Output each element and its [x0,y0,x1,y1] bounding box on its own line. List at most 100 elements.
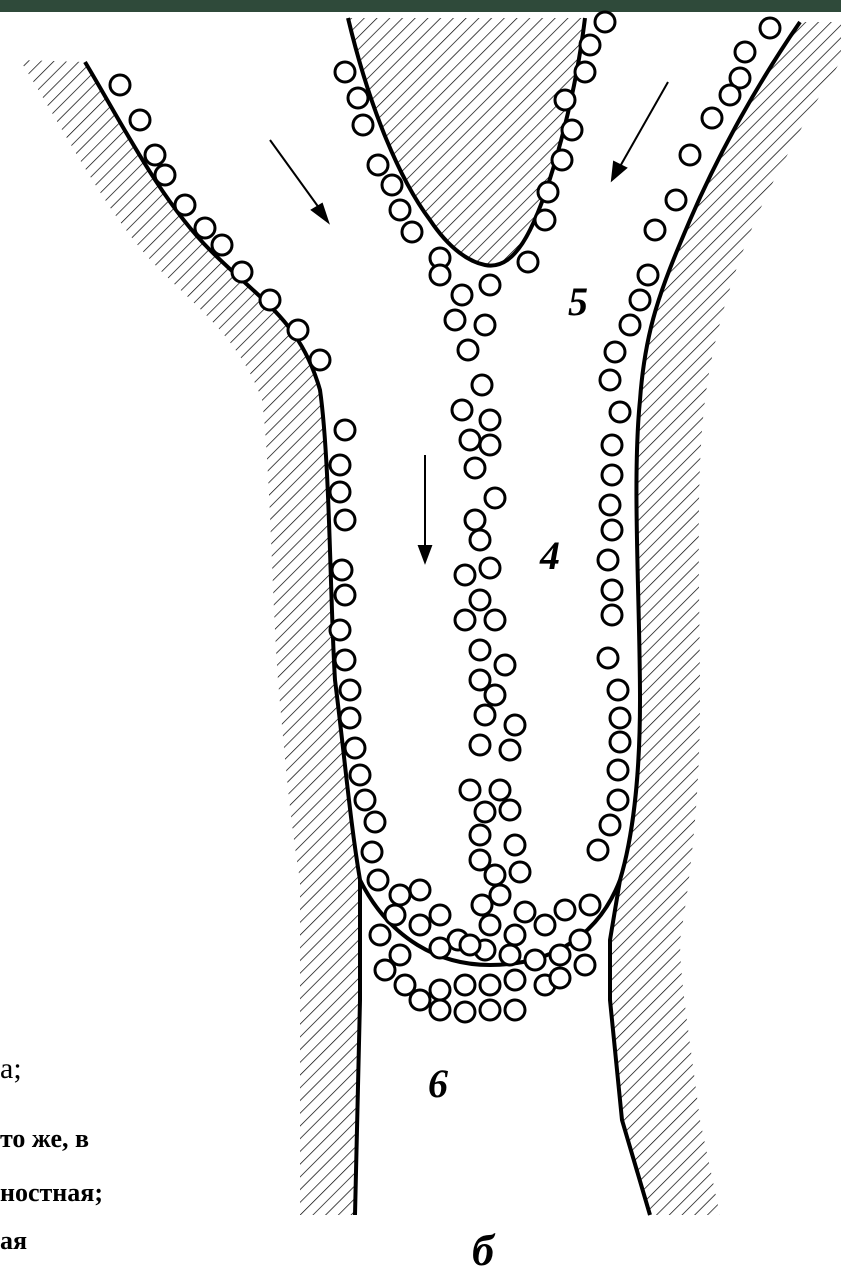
particle [518,252,538,272]
particle [600,370,620,390]
particle [505,925,525,945]
right-wall-hatching [610,22,841,1215]
particle [410,990,430,1010]
particle [145,145,165,165]
particle [485,610,505,630]
particle [490,780,510,800]
particle [485,865,505,885]
particle [335,510,355,530]
particle [110,75,130,95]
particle [155,165,175,185]
particle [602,435,622,455]
particle [550,945,570,965]
particle [720,85,740,105]
particle [605,342,625,362]
arrow-upper-left [270,140,328,222]
particle [362,842,382,862]
particle [472,895,492,915]
particle [430,1000,450,1020]
particle [470,530,490,550]
particle [595,12,615,32]
particle [475,705,495,725]
arrow-center-down [419,455,431,562]
particle [505,835,525,855]
figure-label: б [472,1225,494,1276]
particle [575,62,595,82]
particle [470,640,490,660]
particle [550,968,570,988]
particle [340,680,360,700]
particle [702,108,722,128]
particle [515,902,535,922]
particle [666,190,686,210]
particle [600,815,620,835]
particle [480,275,500,295]
particle [598,550,618,570]
particle [500,800,520,820]
particle [475,315,495,335]
particle [575,955,595,975]
particle [485,685,505,705]
particle [465,510,485,530]
particle [598,648,618,668]
particle [460,780,480,800]
particle [505,970,525,990]
particle [402,222,422,242]
particle [610,708,630,728]
particle [552,150,572,170]
particle [382,175,402,195]
particle [430,905,450,925]
particle [340,708,360,728]
caption-fragment-1: а; [0,1052,22,1086]
particle [310,350,330,370]
zone-label-6: 6 [428,1060,448,1107]
zone-label-5: 5 [568,278,588,325]
particle [470,825,490,845]
particle [390,885,410,905]
particle [350,765,370,785]
particle [535,210,555,230]
particle [410,880,430,900]
particle [500,945,520,965]
particle [365,812,385,832]
particle [480,435,500,455]
particle [602,520,622,540]
particle [608,680,628,700]
particle [330,455,350,475]
particle [232,262,252,282]
particle [385,905,405,925]
particle [460,430,480,450]
particle [430,938,450,958]
particle [260,290,280,310]
particle [472,375,492,395]
particle [445,310,465,330]
particle [452,400,472,420]
particle [370,925,390,945]
particle [562,120,582,140]
particle [535,915,555,935]
particle [602,605,622,625]
particle [430,265,450,285]
particle [602,465,622,485]
particle [570,930,590,950]
particle [608,760,628,780]
particle [645,220,665,240]
particle [608,790,628,810]
particle [538,182,558,202]
particle [480,1000,500,1020]
particle [480,410,500,430]
particle [212,235,232,255]
particle [335,650,355,670]
particle [630,290,650,310]
caption-fragment-4: ая [0,1226,27,1256]
particle [195,218,215,238]
particle [602,580,622,600]
particle [458,340,478,360]
particle [375,960,395,980]
particle [680,145,700,165]
particle [130,110,150,130]
particle [368,155,388,175]
particle [580,35,600,55]
